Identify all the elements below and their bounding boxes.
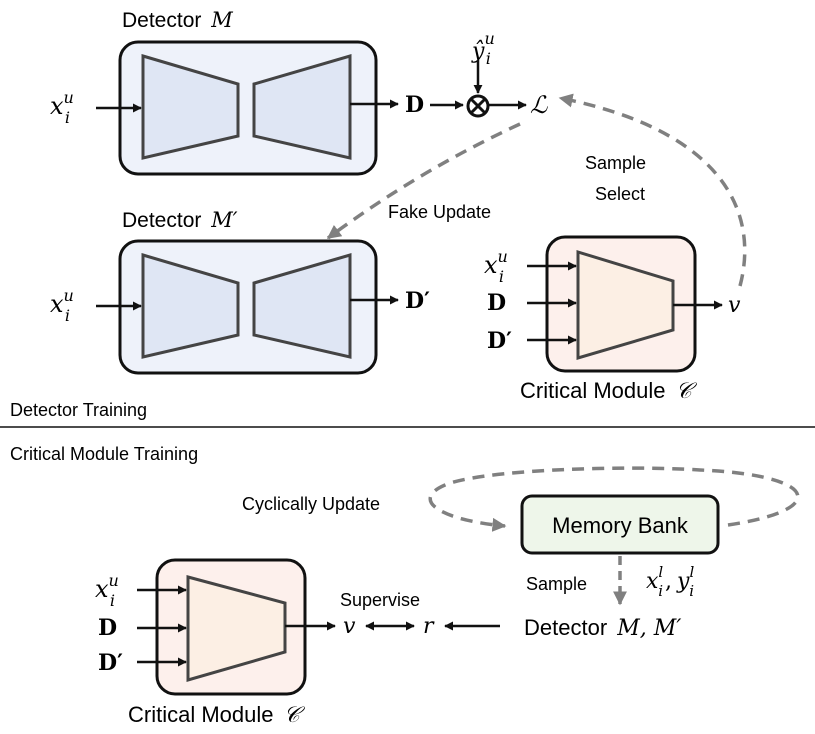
- critical-output-v-top: v: [728, 293, 741, 318]
- critical-input-d-prime-bottom: D′: [98, 650, 123, 676]
- cyclic-update-loop: [428, 466, 800, 532]
- select-label-top: Select: [595, 184, 645, 204]
- critical-input-d-prime-top: D′: [487, 328, 512, 354]
- detector-m-prime: [118, 239, 378, 375]
- loss-label: ℒ: [530, 91, 548, 119]
- output-d-label: D: [405, 92, 424, 118]
- fake-update-arrow: [326, 122, 521, 240]
- critical-module-top: [545, 235, 697, 373]
- memory-bank: Memory Bank: [520, 494, 720, 555]
- detector-m: [118, 40, 378, 176]
- encoder-shape-prime: [141, 252, 240, 359]
- v-label-bottom: v: [343, 614, 356, 639]
- sample-label-bottom: Sample: [526, 574, 587, 594]
- cyclically-update-label: Cyclically Update: [242, 494, 380, 514]
- output-d-prime-label: D′: [405, 288, 430, 314]
- supervise-label: Supervise: [340, 590, 420, 610]
- critical-input-d-top: D: [487, 290, 506, 316]
- critical-input-d-bottom: D: [98, 615, 117, 641]
- decoder-shape-prime: [252, 253, 352, 359]
- sample-label-top: Sample: [585, 153, 646, 173]
- detector-m-title: Detector M: [122, 8, 233, 32]
- critical-trapezoid-top: [576, 249, 675, 361]
- critical-module-title-top: Critical Module 𝒞: [520, 378, 698, 404]
- critical-module-bottom: [155, 558, 307, 696]
- fake-update-label: Fake Update: [388, 202, 491, 222]
- critical-module-title-bottom: Critical Module 𝒞: [128, 702, 306, 728]
- detector-pair-label: Detector M, M′: [524, 615, 681, 641]
- critical-trapezoid-bottom: [186, 575, 287, 682]
- memory-bank-label: Memory Bank: [552, 513, 689, 538]
- critical-module-training-label: Critical Module Training: [10, 444, 198, 464]
- r-label: r: [423, 614, 435, 639]
- decoder-shape: [252, 54, 352, 160]
- multiply-icon: [466, 94, 490, 118]
- sample-select-arrow: [558, 93, 747, 287]
- encoder-shape: [141, 53, 240, 160]
- detector-training-label: Detector Training: [10, 400, 147, 420]
- detector-m-prime-title: Detector M′: [122, 208, 238, 232]
